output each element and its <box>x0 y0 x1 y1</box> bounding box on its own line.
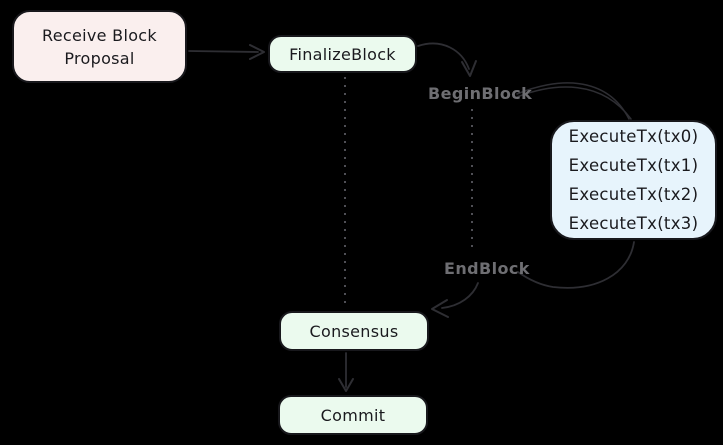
node-receive-label-line2: Proposal <box>64 48 135 68</box>
node-receive-block-proposal: Receive Block Proposal <box>12 10 187 83</box>
execute-tx-line-3: ExecuteTx(tx3) <box>568 214 699 233</box>
edge-receive-to-finalize <box>188 50 259 53</box>
arrowhead-finalize-to-beginblock <box>461 60 477 77</box>
arrowhead-endblock-to-consensus <box>431 299 449 318</box>
label-end-block: EndBlock <box>444 259 530 278</box>
node-commit: Commit <box>278 395 428 435</box>
arrowhead-consensus-to-commit <box>338 378 354 392</box>
edge-endblock-to-consensus <box>441 282 479 309</box>
node-commit-label: Commit <box>320 405 386 425</box>
edge-finalize-to-beginblock <box>417 42 470 70</box>
edge-beginblock-to-executetx <box>516 82 630 120</box>
label-begin-block: BeginBlock <box>428 84 533 103</box>
node-consensus: Consensus <box>279 311 429 351</box>
node-finalize-label: FinalizeBlock <box>289 44 396 64</box>
node-receive-label-line1: Receive Block <box>42 25 157 45</box>
edge-beginblock-to-executetx-sketch <box>516 86 632 120</box>
node-finalize-block: FinalizeBlock <box>268 35 417 73</box>
execute-tx-line-1: ExecuteTx(tx1) <box>568 156 699 175</box>
node-execute-tx: ExecuteTx(tx0) ExecuteTx(tx1) ExecuteTx(… <box>550 120 717 240</box>
edge-executetx-to-endblock <box>517 241 635 289</box>
execute-tx-line-2: ExecuteTx(tx2) <box>568 185 699 204</box>
arrowhead-receive-to-finalize <box>249 44 265 60</box>
execute-tx-line-0: ExecuteTx(tx0) <box>568 127 699 146</box>
node-consensus-label: Consensus <box>309 321 399 341</box>
